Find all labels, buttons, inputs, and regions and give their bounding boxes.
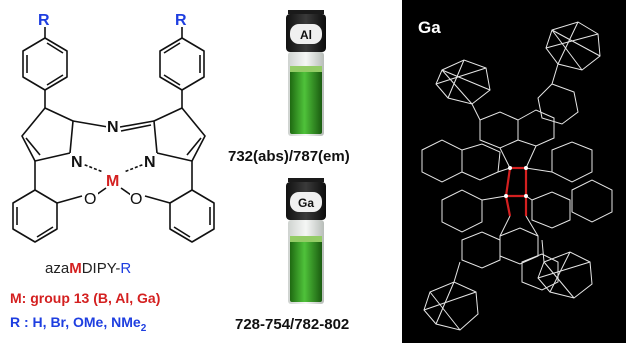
compound-name-r: R <box>120 260 132 277</box>
oxygen-right-label: O <box>130 191 142 208</box>
al-spectra-values: 732(abs)/787(em) <box>228 148 350 165</box>
right-aryl-ring <box>159 37 205 91</box>
vial-al-photo: Al <box>286 10 326 136</box>
vial-ga-photo: Ga <box>286 178 326 304</box>
metal-center-label: M <box>106 173 119 190</box>
aza-nitrogen-label: N <box>107 119 119 136</box>
substituent-definition-text: R : H, Br, OMe, NMe <box>10 314 141 330</box>
substituent-definition: R : H, Br, OMe, NMe2 <box>10 314 146 334</box>
crystal-structure-label: Ga <box>418 18 441 37</box>
left-aryl-ring <box>22 37 68 91</box>
pyrrole-nitrogen-left: N <box>71 154 83 171</box>
ga-spectra-values: 728-754/782-802 <box>235 316 350 333</box>
pyrrole-nitrogen-right: N <box>144 154 156 171</box>
compound-name: azaMDIPY-R <box>45 260 131 277</box>
oxygen-left-label: O <box>84 191 96 208</box>
right-pyrrole-ring <box>153 107 206 162</box>
compound-name-prefix: aza <box>45 260 70 277</box>
compound-name-metal: M <box>69 260 82 277</box>
r-label-right: R <box>175 12 187 29</box>
ga-crystal-structure <box>402 0 626 343</box>
left-phenoxy-ring <box>12 189 58 243</box>
metal-definition: M: group 13 (B, Al, Ga) <box>10 290 161 306</box>
vial-al-cap-label: Al <box>300 28 312 42</box>
compound-name-mid: DIPY- <box>81 260 121 277</box>
vial-ga-cap-label: Ga <box>298 196 314 210</box>
substituent-subscript: 2 <box>140 322 147 334</box>
right-phenoxy-ring <box>169 189 215 243</box>
left-pyrrole-ring <box>21 107 74 162</box>
azadipyrromethene-structure: R R N N N M O O <box>12 12 215 243</box>
r-label-left: R <box>38 12 50 29</box>
